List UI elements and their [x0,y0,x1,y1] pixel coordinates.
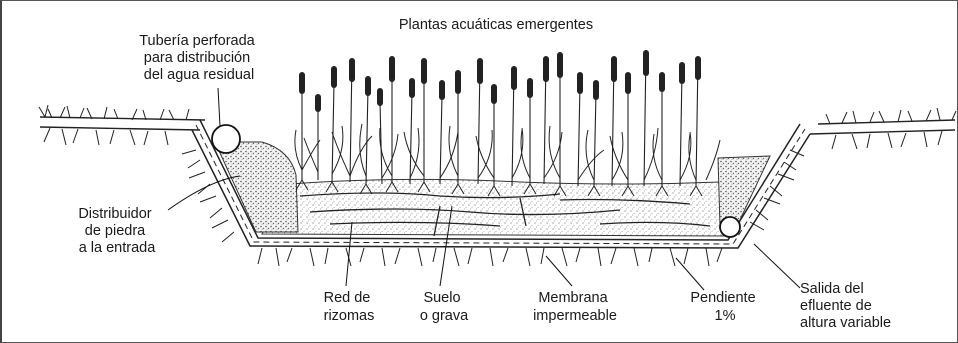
label-perforated-pipe: Tubería perforada para distribución del … [139,33,259,83]
outlet-pipe [720,217,740,237]
label-outlet: Salida del efluente de altura variable [800,281,891,331]
inlet-stone-distributor [215,142,298,232]
bottom-roots [258,248,722,266]
label-stone-distributor: Distribuidor de piedra a la entrada [78,206,156,256]
label-membrane: Membrana impermeable [533,290,617,324]
label-rhizome-network: Red de rizomas [324,290,375,324]
ground-surface [40,117,955,134]
inlet-perforated-pipe [212,125,240,153]
label-slope: Pendiente 1% [690,290,759,324]
surface-grass [39,105,956,149]
emergent-plants [295,50,720,196]
diagram-title: Plantas acuáticas emergentes [399,17,593,33]
label-soil-gravel: Suelo o grava [420,290,469,324]
